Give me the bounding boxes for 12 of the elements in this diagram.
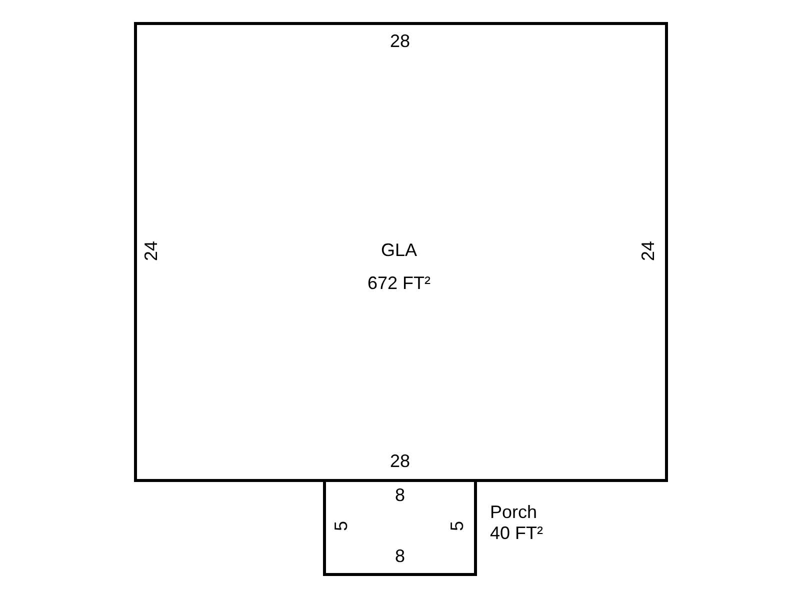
dimension-label: 28 xyxy=(390,32,410,50)
dimension-label: 28 xyxy=(390,452,410,470)
dimension-label: 8 xyxy=(395,547,405,565)
dimension-label: 5 xyxy=(448,521,466,531)
dimension-label: 24 xyxy=(639,240,657,262)
area-value: 672 FT² xyxy=(367,274,431,292)
dimension-label: 24 xyxy=(142,240,160,262)
area-name: Porch xyxy=(490,503,538,521)
area-value: 40 FT² xyxy=(490,524,544,542)
area-name: GLA xyxy=(380,241,418,259)
dimension-label: 8 xyxy=(395,486,405,504)
dimension-label: 5 xyxy=(332,521,350,531)
